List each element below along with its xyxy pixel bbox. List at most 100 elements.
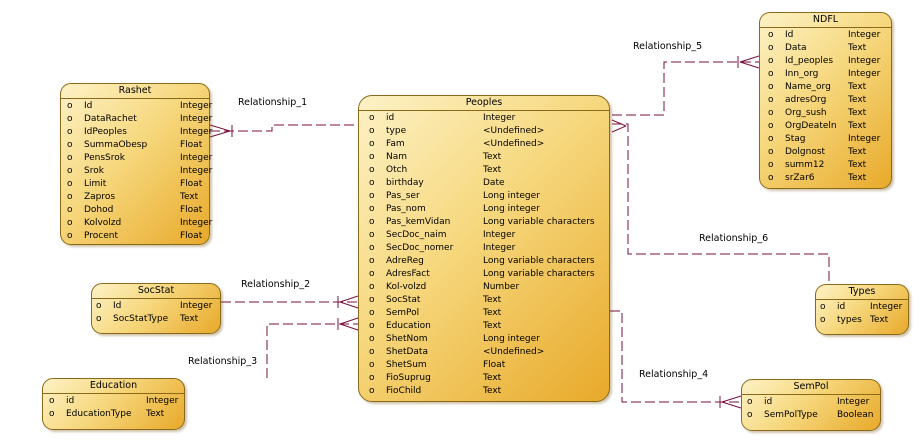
relationship-3-label: Relationship_3 [188,356,258,367]
attribute-name: id [66,396,75,406]
attribute-name: id [837,302,846,312]
attribute-type: Integer [848,56,881,66]
attribute-name: Dohod [84,205,114,215]
title-divider [43,393,184,394]
attribute-type: Text [870,315,889,325]
attribute-type: Integer [837,397,870,407]
attribute-type: Number [483,282,520,292]
attribute-type: Integer [180,218,213,228]
attribute-name: Inn_org [785,69,819,79]
attribute-name: Procent [84,231,118,241]
attribute-name: SemPol [386,308,420,318]
attribute-type: Float [180,231,203,241]
relationship-5-line [612,61,759,116]
entity-title: SemPol [793,381,829,392]
attribute-row: o SemPolType Boolean [747,409,880,422]
attribute-type: Text [483,165,502,175]
attribute-bullet: o [768,173,774,183]
attribute-type: Integer [180,114,213,124]
attribute-type: Boolean [837,410,874,420]
attribute-name: Id [785,30,794,40]
entity-title: SocStat [137,285,175,296]
attribute-name: Data [785,43,807,53]
attribute-type: <Undefined> [483,139,545,149]
attribute-bullet: o [747,410,753,420]
attribute-bullet: o [369,139,375,149]
attribute-type: Text [483,308,502,318]
entity-title: Rashet [118,85,152,96]
attribute-bullet: o [67,218,73,228]
attribute-name: Id [84,101,93,111]
attribute-name: Kol-volzd [386,282,427,292]
title-divider [742,394,880,395]
entity-title: Education [89,380,138,391]
title-divider [816,299,908,300]
attribute-name: Name_org [785,82,831,92]
attribute-bullet: o [768,108,774,118]
attribute-name: Pas_nom [386,204,426,214]
attribute-bullet: o [369,230,375,240]
attribute-bullet: o [67,179,73,189]
attribute-name: Education [386,321,431,331]
attribute-bullet: o [369,373,375,383]
attribute-name: Dolgnost [785,147,826,157]
attribute-name: FioChild [386,386,422,396]
attribute-bullet: o [96,314,102,324]
attribute-bullet: o [67,205,73,215]
attribute-bullet: o [67,101,73,111]
attribute-bullet: o [369,295,375,305]
attribute-bullet: o [369,308,375,318]
attribute-name: SemPolType [764,410,818,420]
attribute-bullet: o [768,147,774,157]
attribute-bullet: o [67,153,73,163]
attribute-type: Text [483,152,502,162]
attribute-name: AdresFact [386,269,430,279]
attribute-name: Pas_ser [386,191,420,201]
attribute-name: Srok [84,166,104,176]
attribute-bullet: o [369,204,375,214]
attribute-type: <Undefined> [483,347,545,357]
relationship-3-crowfoot [337,317,359,331]
attribute-name: Stag [785,134,806,144]
attribute-name: SocStatType [113,314,169,324]
attribute-name: id [764,397,773,407]
entity-title: Types [848,286,876,297]
attribute-type: Long variable characters [483,269,595,279]
entity-sempol[interactable]: SemPol o id Integer o SemPolType Boolean [741,379,881,431]
attribute-name: PensSrok [84,153,125,163]
attribute-bullet: o [67,166,73,176]
attribute-bullet: o [369,243,375,253]
attribute-name: IdPeoples [84,127,127,137]
attribute-name: ShetSum [386,360,427,370]
attribute-type: Long integer [483,191,540,201]
relationship-6-line [612,123,830,284]
attribute-name: SocStat [386,295,421,305]
